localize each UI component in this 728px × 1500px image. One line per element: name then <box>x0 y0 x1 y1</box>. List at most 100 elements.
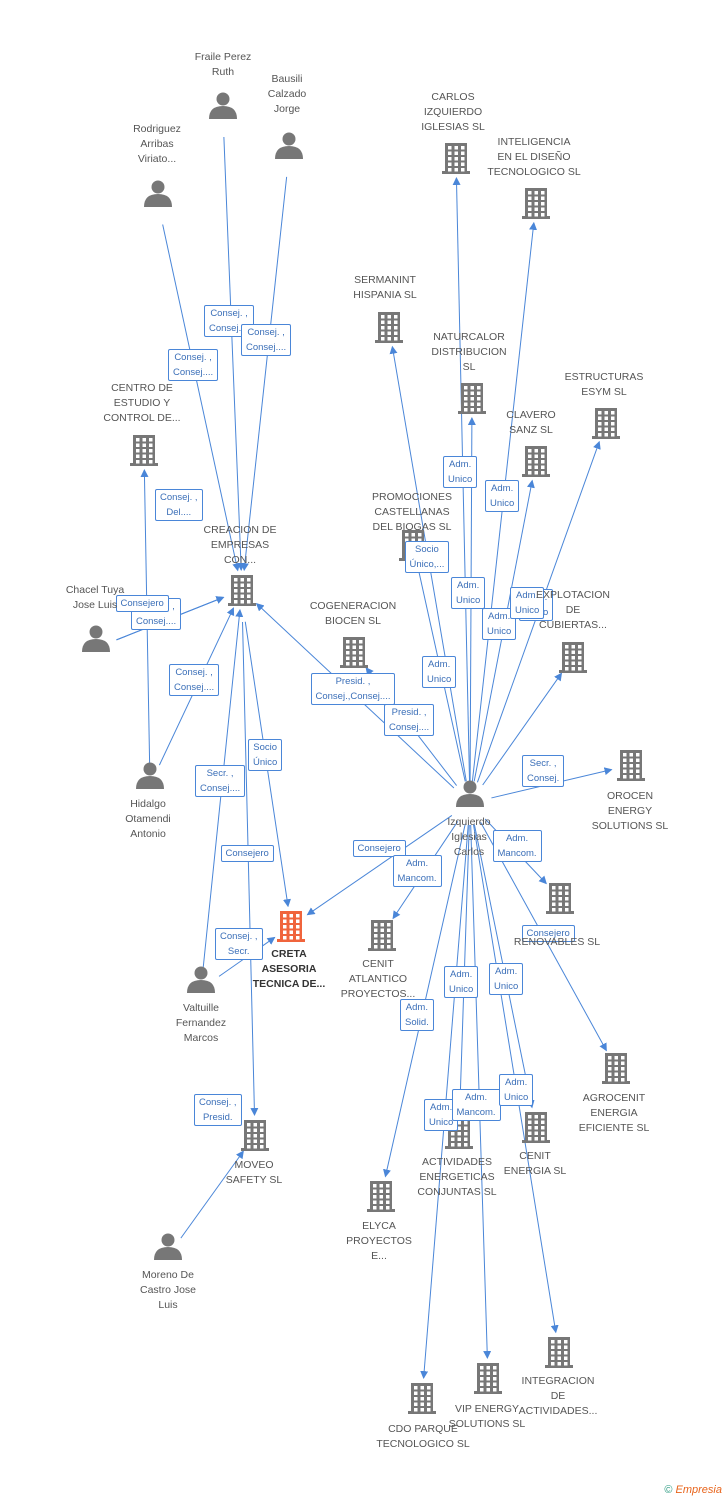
edge-label[interactable]: Consejero <box>220 844 274 862</box>
person-icon[interactable] <box>275 132 303 160</box>
edge-label[interactable]: Consej. , Secr. <box>215 928 263 960</box>
company-icon[interactable] <box>474 1363 502 1394</box>
company-label[interactable]: EXPLOTACION DE CUBIERTAS... <box>536 589 610 631</box>
copyright-icon: © <box>664 1484 673 1496</box>
edge-label[interactable]: Secr. , Consej. <box>522 755 565 787</box>
edge-label[interactable]: Consej. , Consej.... <box>241 324 292 356</box>
edge-line <box>242 621 259 1117</box>
person-icon[interactable] <box>154 1233 182 1261</box>
edge-line <box>482 672 563 786</box>
company-icon[interactable] <box>340 637 368 668</box>
edge-label[interactable]: Adm. Unico <box>451 577 486 609</box>
company-icon[interactable] <box>458 383 486 414</box>
company-label[interactable]: INTELIGENCIA EN EL DISEÑO TECNOLOGICO SL <box>487 136 581 178</box>
person-label[interactable]: Moreno De Castro Jose Luis <box>139 1269 197 1311</box>
edge-label[interactable]: Consejero <box>521 924 575 942</box>
edge-label[interactable]: Adm. Unico <box>499 1074 534 1106</box>
person-label[interactable]: Valtuille Fernandez Marcos <box>175 1002 227 1044</box>
focus-company-icon[interactable] <box>277 911 305 942</box>
company-icon[interactable] <box>522 446 550 477</box>
edge-label[interactable]: Adm. Unico <box>422 656 457 688</box>
person-icon[interactable] <box>209 92 237 120</box>
company-label[interactable]: RENOVABLES SL <box>513 936 601 948</box>
company-label[interactable]: INTEGRACION DE ACTIVIDADES... <box>518 1375 598 1417</box>
company-label[interactable]: SERMANINT HISPANIA SL <box>353 274 417 301</box>
company-label[interactable]: CENTRO DE ESTUDIO Y CONTROL DE... <box>103 382 181 424</box>
edge-line <box>240 176 288 572</box>
person-label[interactable]: Fraile Perez Ruth <box>194 51 252 78</box>
company-icon[interactable] <box>592 408 620 439</box>
company-icon[interactable] <box>368 920 396 951</box>
person-label[interactable]: Rodriguez Arribas Viriato... <box>133 123 181 165</box>
company-label[interactable]: COGENERACION BIOCEN SL <box>309 600 397 627</box>
company-label[interactable]: ELYCA PROYECTOS E... <box>346 1220 412 1262</box>
nodes-layer <box>82 92 645 1414</box>
company-label[interactable]: ACTIVIDADES ENERGETICAS CONJUNTAS SL <box>417 1156 497 1198</box>
company-label[interactable]: CRETA ASESORIA TECNICA DE... <box>252 948 326 990</box>
edge-label[interactable]: Adm. Unico <box>510 587 545 619</box>
edge-label[interactable]: Secr. , Consej.... <box>195 765 246 797</box>
edge-label[interactable]: Consej. , Del.... <box>155 489 203 521</box>
brand-logo: Empresia <box>675 1484 722 1496</box>
company-label[interactable]: CENIT ATLANTICO PROYECTOS... <box>340 958 416 1000</box>
edge-label[interactable]: Adm. Unico <box>485 480 520 512</box>
person-label[interactable]: Hidalgo Otamendi Antonio <box>125 798 171 840</box>
company-icon[interactable] <box>228 575 256 606</box>
edge-label[interactable]: Consej. , Presid. <box>194 1094 242 1126</box>
company-label[interactable]: AGROCENIT ENERGIA EFICIENTE SL <box>578 1092 650 1134</box>
company-icon[interactable] <box>408 1383 436 1414</box>
company-label[interactable]: CREACION DE EMPRESAS CON... <box>203 524 277 566</box>
edge-label[interactable]: Adm. Unico <box>443 456 478 488</box>
company-icon[interactable] <box>367 1181 395 1212</box>
company-label[interactable]: NATURCALOR DISTRIBUCION SL <box>431 331 507 373</box>
edge-label[interactable]: Consej. , Consej.... <box>169 664 220 696</box>
company-icon[interactable] <box>375 312 403 343</box>
edge-label[interactable]: Presid. , Consej.,Consej.... <box>310 673 396 705</box>
edge-line <box>162 224 241 572</box>
edge-label[interactable]: Socio Único <box>248 739 283 771</box>
company-label[interactable]: PROMOCIONES CASTELLANAS DEL BIOGAS SL <box>372 491 452 533</box>
person-label[interactable]: Chacel Tuya Jose Luis <box>65 584 125 611</box>
person-label[interactable]: Bausili Calzado Jorge <box>267 73 307 115</box>
company-label[interactable]: CLAVERO SANZ SL <box>506 409 556 436</box>
company-label[interactable]: ESTRUCTURAS ESYM SL <box>564 371 644 398</box>
company-icon[interactable] <box>545 1337 573 1368</box>
company-label[interactable]: MOVEO SAFETY SL <box>225 1159 283 1186</box>
edge-label[interactable]: Socio Único,... <box>404 541 450 573</box>
company-icon[interactable] <box>559 642 587 673</box>
company-label[interactable]: VIP ENERGY SOLUTIONS SL <box>448 1403 526 1430</box>
person-icon[interactable] <box>144 180 172 208</box>
company-icon[interactable] <box>522 188 550 219</box>
edge-label[interactable]: Adm. Mancom. <box>451 1089 501 1121</box>
edge-line <box>223 136 245 572</box>
edge-label[interactable]: Adm. Unico <box>444 966 479 998</box>
edge-label[interactable]: Consej. , Consej.... <box>168 349 219 381</box>
company-label[interactable]: CARLOS IZQUIERDO IGLESIAS SL <box>421 91 485 133</box>
edge-label[interactable]: Adm. Mancom. <box>392 855 442 887</box>
company-icon[interactable] <box>442 143 470 174</box>
footer-brand[interactable]: ©Empresia <box>664 1484 722 1496</box>
person-icon[interactable] <box>456 780 484 808</box>
company-icon[interactable] <box>617 750 645 781</box>
person-icon[interactable] <box>187 966 215 994</box>
edge-label[interactable]: Consejero <box>352 839 406 857</box>
edge-label[interactable]: Adm. Mancom. <box>492 830 542 862</box>
company-icon[interactable] <box>130 435 158 466</box>
person-label[interactable]: Izquierdo Iglesias Carlos <box>447 816 491 858</box>
person-icon[interactable] <box>136 762 164 790</box>
person-icon[interactable] <box>82 625 110 653</box>
edge-line <box>306 815 453 916</box>
edge-label[interactable]: Adm. Solid. <box>400 999 434 1031</box>
edge-label[interactable]: Presid. , Consej.... <box>384 704 435 736</box>
company-icon[interactable] <box>241 1120 269 1151</box>
company-icon[interactable] <box>602 1053 630 1084</box>
company-label[interactable]: CENIT ENERGIA SL <box>503 1150 567 1177</box>
company-label[interactable]: CDO PARQUE TECNOLOGICO SL <box>376 1423 470 1450</box>
edge-line <box>180 1150 244 1239</box>
company-icon[interactable] <box>546 883 574 914</box>
company-icon[interactable] <box>522 1112 550 1143</box>
edge-label[interactable]: Adm. Unico <box>489 963 524 995</box>
company-label[interactable]: OROCEN ENERGY SOLUTIONS SL <box>591 790 669 832</box>
edge-label[interactable]: Consejero <box>115 594 169 612</box>
